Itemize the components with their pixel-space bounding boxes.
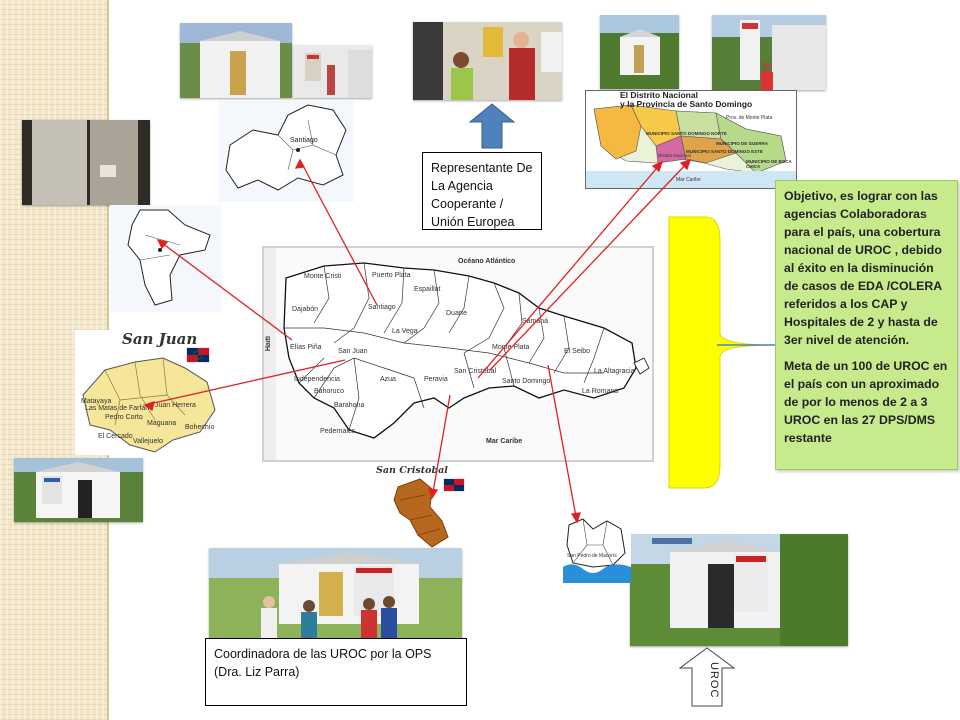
santo-domingo-map: El Distrito Nacional y la Provincia de S… bbox=[585, 90, 797, 189]
photo-uroc-booth-top-left bbox=[180, 23, 292, 98]
dr-province-label: Duarte bbox=[446, 310, 468, 317]
san-juan-town: Juan Herrera bbox=[155, 402, 196, 409]
photo-uroc-booth-top-right-2 bbox=[712, 15, 826, 90]
dr-province-label: Barahona bbox=[334, 402, 365, 409]
dr-province-label: Dajabón bbox=[292, 306, 319, 313]
sd-area-label: Mar Caribe bbox=[676, 177, 701, 183]
spm-label: San Pedro de Macorís bbox=[567, 553, 617, 559]
san-juan-town: Vallejuelo bbox=[133, 438, 163, 445]
sd-area-label: MUNICIPIO DE BOCA CHICA bbox=[746, 159, 792, 169]
dominican-republic-map: Océano Atlántico Mar Caribe Haití Monte … bbox=[262, 246, 654, 462]
up-arrow-uroc bbox=[678, 647, 736, 707]
dr-province-label: Santo Domingo bbox=[502, 378, 551, 385]
elias-pina-map bbox=[110, 205, 222, 312]
photo-sign-top-left bbox=[293, 45, 372, 98]
santo-domingo-title-line1: El Distrito Nacional bbox=[620, 90, 698, 100]
san-juan-town: Maguana bbox=[147, 420, 177, 427]
dr-province-label: Santiago bbox=[368, 304, 396, 311]
dr-province-label: Espaillat bbox=[414, 286, 441, 293]
dr-province-label: Monte Cristi bbox=[304, 273, 342, 280]
uroc-arrow-label: UROC bbox=[708, 661, 720, 699]
sd-area-label: MUNICIPIO SANTO DOMINGO NORTE bbox=[646, 131, 727, 136]
san-juan-town: Pedro Corto bbox=[105, 414, 143, 421]
santiago-province-map: Santiago bbox=[218, 100, 354, 202]
photo-uroc-booth-bottom-right bbox=[630, 534, 848, 646]
photo-booth-interior bbox=[22, 120, 150, 205]
photo-uroc-booth-left bbox=[14, 458, 143, 522]
san-juan-town: El Cercado bbox=[98, 433, 133, 440]
san-juan-town: Las Matas de Farfán bbox=[85, 405, 150, 412]
dr-province-label: El Seibo bbox=[564, 348, 591, 355]
san-cristobal-map: San Cristobal bbox=[370, 465, 470, 550]
photo-coordinadora bbox=[209, 548, 462, 640]
dr-province-label: La Romana bbox=[582, 388, 619, 395]
dr-province-label: Bahoruco bbox=[314, 388, 344, 395]
up-arrow-blue bbox=[468, 103, 516, 149]
san-juan-map: San Juan Matayaya Las Matas de Farfán Ju… bbox=[75, 330, 220, 455]
yellow-brace-shape bbox=[668, 216, 776, 489]
goal-text: Meta de un 100 de UROC en el país con un… bbox=[784, 359, 948, 445]
photo-representante bbox=[413, 22, 562, 100]
sd-area-label: Prov. de Monte Plata bbox=[726, 115, 773, 121]
dr-province-label: La Vega bbox=[392, 328, 418, 335]
sd-area-label: Distrito Nacional bbox=[658, 153, 691, 158]
caption-representante: Representante De La Agencia Cooperante /… bbox=[422, 152, 542, 230]
dr-province-label: San Cristóbal bbox=[454, 368, 497, 375]
sd-area-label: MUNICIPIO DE GUERRA bbox=[716, 141, 769, 146]
sd-area-label: MUNICIPIO SANTO DOMINGO ESTE bbox=[686, 149, 763, 154]
san-cristobal-title: San Cristobal bbox=[376, 465, 448, 476]
dr-province-label: Puerto Plata bbox=[372, 272, 411, 279]
san-juan-town: Bohechío bbox=[185, 424, 215, 431]
caption-coordinadora: Coordinadora de las UROC por la OPS (Dra… bbox=[205, 638, 467, 706]
dr-south-sea-label: Mar Caribe bbox=[486, 438, 523, 445]
objective-callout: Objetivo, es lograr con las agencias Col… bbox=[775, 180, 958, 470]
san-pedro-de-macoris-map: San Pedro de Macorís bbox=[563, 515, 631, 583]
dr-province-label: Elías Piña bbox=[290, 344, 322, 351]
dr-province-label: San Juan bbox=[338, 348, 368, 355]
dr-province-label: Azua bbox=[380, 376, 396, 383]
caption-representante-text: Representante De La Agencia Cooperante /… bbox=[431, 161, 533, 229]
dr-province-label: Peravia bbox=[424, 376, 448, 383]
caption-coordinadora-text: Coordinadora de las UROC por la OPS (Dra… bbox=[214, 647, 432, 679]
san-juan-town: Matayaya bbox=[81, 398, 112, 405]
santiago-label: Santiago bbox=[290, 137, 318, 144]
san-juan-title: San Juan bbox=[122, 330, 198, 348]
objective-text: Objetivo, es lograr con las agencias Col… bbox=[784, 189, 942, 347]
dr-province-label: Samaná bbox=[522, 318, 549, 325]
dr-province-label: La Altagracia bbox=[594, 368, 635, 375]
santo-domingo-title-line2: y la Provincia de Santo Domingo bbox=[620, 99, 753, 109]
dr-north-sea-label: Océano Atlántico bbox=[458, 258, 516, 265]
dr-province-label: Pedernales bbox=[320, 428, 356, 435]
photo-uroc-booth-top-right-1 bbox=[600, 15, 679, 89]
dr-province-label: Independencia bbox=[294, 376, 340, 383]
